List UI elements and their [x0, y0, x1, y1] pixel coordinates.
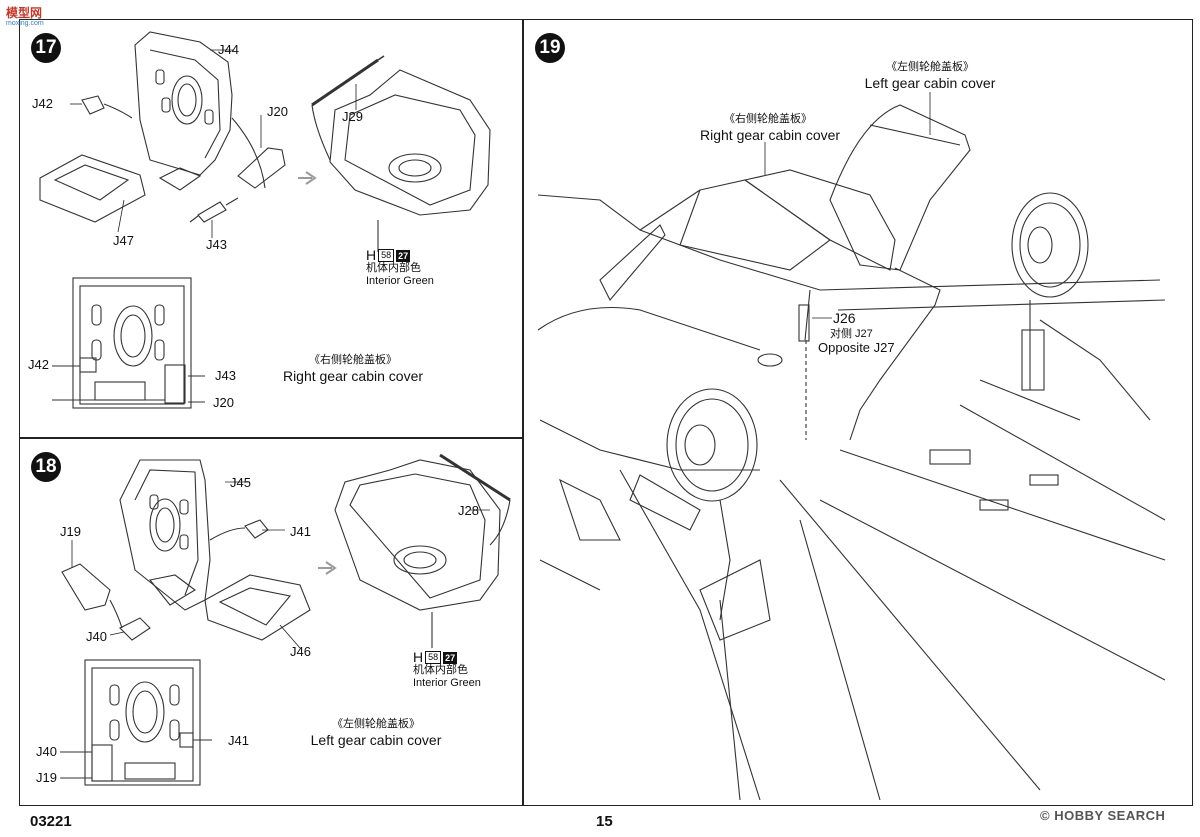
part-label-j26: J26 [833, 310, 856, 326]
callout-zh: 《左侧轮舱盖板》 [886, 61, 974, 73]
caption-zh: 《左侧轮舱盖板》 [332, 718, 420, 730]
paint-prefix: H [413, 649, 424, 665]
paint-code-dark: 27 [443, 651, 458, 664]
paint-prefix: H [366, 247, 377, 263]
step18-exploded-drawing [60, 453, 511, 786]
part-label-j29: J29 [342, 109, 363, 124]
caption-step18: 《左侧轮舱盖板》 Left gear cabin cover [296, 717, 456, 749]
part-label-j42-interior: J42 [28, 357, 49, 372]
site-logo-sub: moxing.com [6, 20, 44, 27]
part-label-j42: J42 [32, 96, 53, 111]
part-label-j20-interior: J20 [213, 395, 234, 410]
part-label-j40: J40 [86, 629, 107, 644]
paint-code-dark: 27 [396, 249, 411, 262]
part-label-j44: J44 [218, 42, 239, 57]
callout-right-gear-cover: 《右侧轮舱盖板》 Right gear cabin cover [700, 112, 841, 144]
callout-en: Left gear cabin cover [864, 75, 996, 91]
part-label-j47: J47 [113, 233, 134, 248]
part-label-j19-interior: J19 [36, 770, 57, 785]
callout-zh: 《右侧轮舱盖板》 [724, 113, 812, 125]
step-number-17: 17 [31, 33, 61, 63]
opposite-j27-en: Opposite J27 [818, 340, 895, 355]
paint-callout-step18: H 58 27 机体内部色 Interior Green [413, 649, 481, 690]
product-code: 03221 [30, 813, 72, 830]
callout-en: Right gear cabin cover [700, 127, 841, 143]
caption-zh: 《右侧轮舱盖板》 [309, 354, 397, 366]
part-label-j46: J46 [290, 644, 311, 659]
step-number-18: 18 [31, 452, 61, 482]
paint-code-box: 58 [425, 651, 442, 664]
watermark: © HOBBY SEARCH [1040, 808, 1166, 823]
part-label-j28: J28 [458, 503, 479, 518]
part-label-j19: J19 [60, 524, 81, 539]
paint-callout-step17: H 58 27 机体内部色 Interior Green [366, 247, 434, 288]
step-number-19: 19 [535, 33, 565, 63]
step19-assembly-drawing [537, 104, 1166, 801]
part-label-j45: J45 [230, 475, 251, 490]
caption-en: Right gear cabin cover [282, 368, 424, 384]
step19-panel [523, 19, 1193, 806]
part-label-j20: J20 [267, 104, 288, 119]
caption-step17: 《右侧轮舱盖板》 Right gear cabin cover [268, 353, 438, 385]
paint-name-zh: 机体内部色 [413, 664, 468, 676]
step18-panel [19, 438, 523, 806]
part-label-j41: J41 [290, 524, 311, 539]
opposite-j27-zh: 对侧 J27 [830, 328, 873, 340]
site-logo: 模型网 [6, 6, 43, 20]
paint-code-box: 58 [378, 249, 395, 262]
paint-name-en: Interior Green [413, 677, 481, 689]
paint-name-en: Interior Green [366, 275, 434, 287]
paint-name-zh: 机体内部色 [366, 262, 421, 274]
part-label-j43: J43 [206, 237, 227, 252]
page-number: 15 [596, 813, 613, 830]
caption-en: Left gear cabin cover [310, 732, 442, 748]
part-label-j41-interior: J41 [228, 733, 249, 748]
step17-panel [19, 19, 523, 438]
part-label-j40-interior: J40 [36, 744, 57, 759]
part-label-j43-interior: J43 [215, 368, 236, 383]
step17-exploded-drawing [39, 31, 491, 409]
callout-left-gear-cover: 《左侧轮舱盖板》 Left gear cabin cover [862, 60, 998, 92]
